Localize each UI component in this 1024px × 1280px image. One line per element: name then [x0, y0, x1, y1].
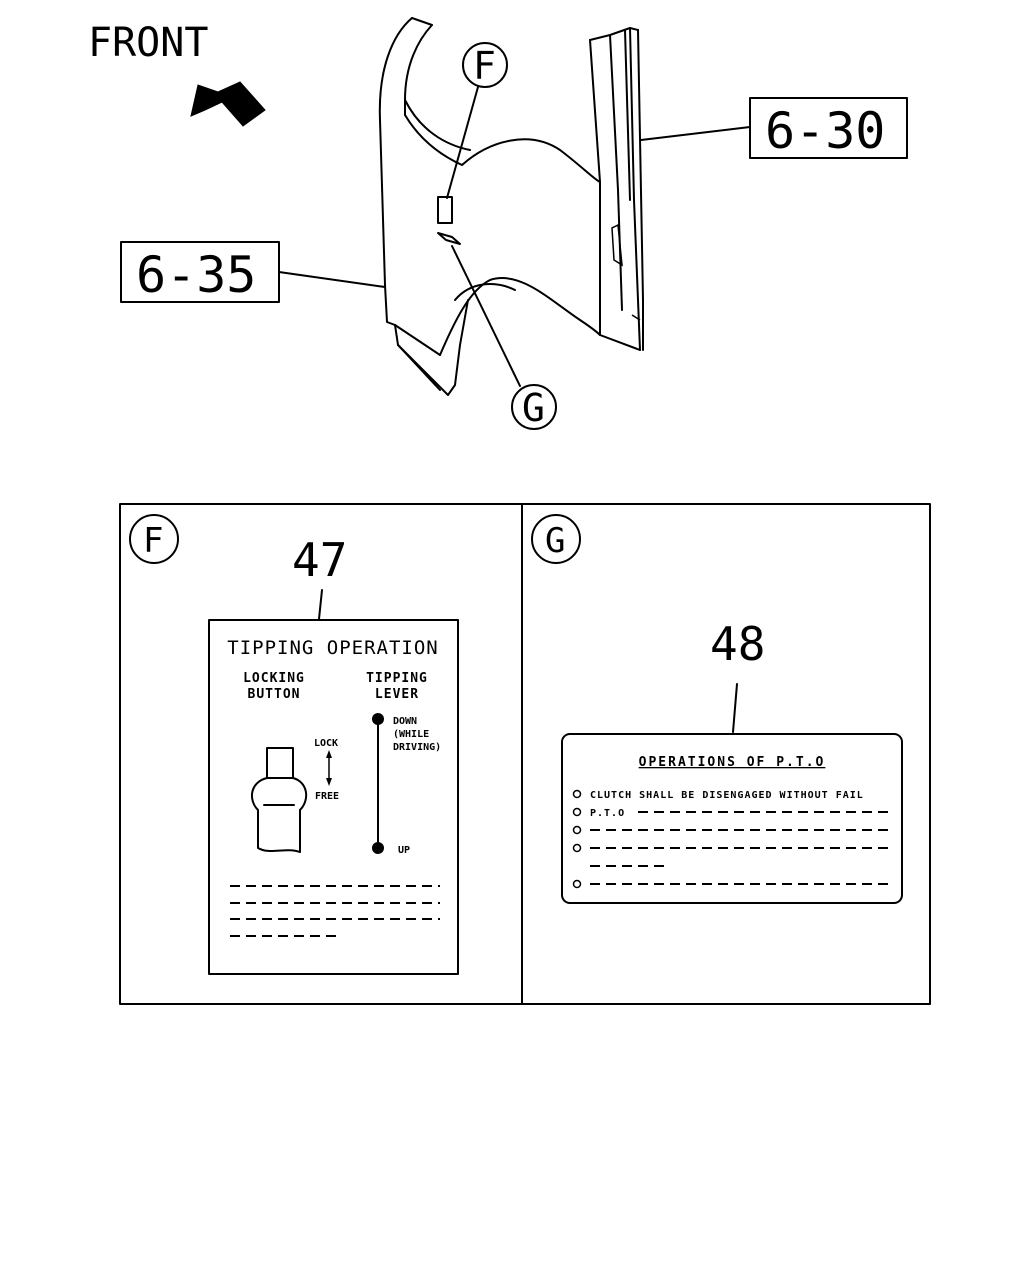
ref-leader-right — [640, 126, 751, 141]
tipping-label-title: TIPPING OPERATION — [227, 637, 438, 659]
ref-label-right: 6-30 — [765, 102, 885, 160]
down-text-1: DOWN — [393, 716, 417, 727]
panel-g: G 48 OPERATIONS OF P.T.O CLUTCH SHALL BE… — [531, 514, 903, 904]
callout-g-letter: G — [522, 386, 545, 430]
front-arrow-icon — [190, 81, 266, 127]
body-panel-drawing — [378, 17, 644, 396]
callout-f-letter: F — [473, 44, 496, 88]
bullet-icon — [572, 825, 582, 835]
free-text: FREE — [315, 791, 339, 802]
item-48-number: 48 — [710, 617, 765, 671]
locking-text-1: LOCKING — [243, 671, 305, 686]
bullet-icon — [572, 789, 582, 799]
tipping-lever-text-2: LEVER — [375, 687, 419, 702]
panel-g-letter-circle — [531, 514, 581, 564]
bullet-icon — [572, 843, 582, 853]
down-text-3: DRIVING) — [393, 742, 441, 753]
pto-label-title: OPERATIONS OF P.T.O — [639, 755, 826, 770]
callout-g-leader — [451, 245, 521, 387]
locking-button-icon — [250, 747, 308, 853]
front-label: FRONT — [88, 20, 208, 66]
pto-line-2: P.T.O — [590, 808, 625, 819]
lock-free-arrow-icon — [326, 750, 332, 786]
item-47-number: 47 — [292, 533, 347, 587]
tipping-lever-icon — [372, 713, 384, 854]
lock-text: LOCK — [314, 738, 338, 749]
detail-panels-frame — [119, 503, 931, 1005]
up-text: UP — [398, 845, 410, 856]
pto-operation-label — [561, 733, 903, 904]
ref-label-left: 6-35 — [136, 246, 256, 304]
callout-f-circle — [462, 42, 508, 88]
pto-line-1: CLUTCH SHALL BE DISENGAGED WITHOUT FAIL — [590, 790, 864, 801]
ref-leader-left — [278, 271, 386, 288]
locking-text-2: BUTTON — [248, 687, 301, 702]
callout-f-leader — [446, 86, 479, 199]
item-48-leader — [732, 683, 738, 733]
bullet-icon — [572, 879, 582, 889]
bullet-icon — [572, 807, 582, 817]
panel-f-letter-circle — [129, 514, 179, 564]
callout-g-circle — [511, 384, 557, 430]
panel-g-letter: G — [545, 521, 565, 561]
tipping-operation-label — [208, 619, 459, 975]
item-47-leader — [318, 589, 323, 620]
tipping-lever-text-1: TIPPING — [366, 671, 428, 686]
down-text-2: (WHILE — [393, 729, 429, 740]
panel-f: F 47 TIPPING OPERATION LOCKING BUTTON TI… — [129, 514, 459, 975]
panel-f-letter: F — [143, 521, 163, 561]
